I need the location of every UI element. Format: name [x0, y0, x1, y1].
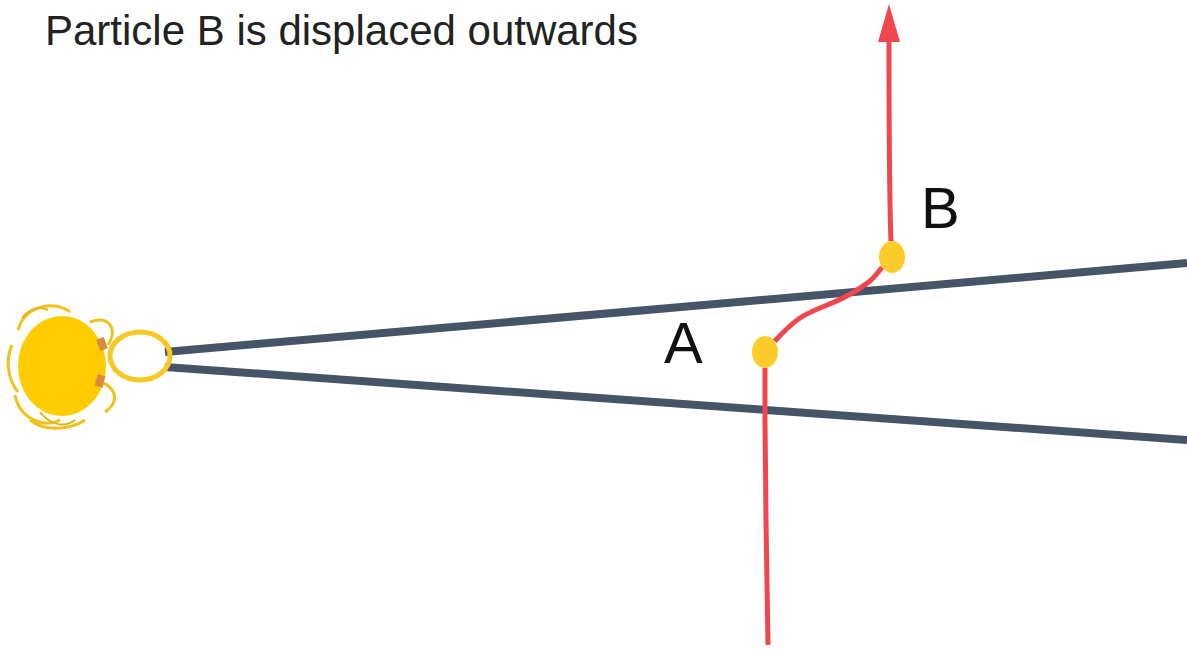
point-label: A [664, 314, 703, 372]
arrowhead [878, 4, 900, 42]
point-label: B [921, 179, 960, 237]
dot-shape [879, 241, 905, 273]
particle-path [889, 38, 891, 241]
particle-path [765, 368, 768, 645]
particle-path [775, 267, 882, 341]
particle-dot: A [752, 336, 778, 368]
particle-dot: B [879, 241, 905, 273]
dot-shape [752, 336, 778, 368]
title: Particle B is displaced outwards [45, 8, 638, 54]
sun-symbol [8, 306, 170, 428]
wedge-line [165, 367, 1187, 440]
